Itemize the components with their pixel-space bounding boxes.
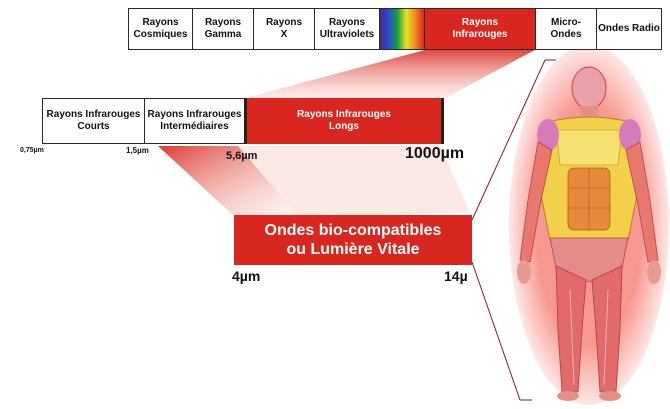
- line-bio-to-body-bottom: [472, 262, 520, 400]
- band-microwave: Micro-Ondes: [535, 8, 597, 50]
- band-visible: [379, 8, 425, 50]
- human-body-figure: [509, 45, 669, 405]
- ir-short: Rayons Infrarouges Courts: [42, 98, 145, 144]
- band-infrared: Rayons Infrarouges: [424, 8, 536, 50]
- ir-long: Rayons Infrarouges Longs: [244, 98, 444, 144]
- tick-4um: 4µm: [232, 268, 260, 284]
- tick-15: 1,5µm: [126, 146, 149, 155]
- bio-compatible-box: Ondes bio-compatibles ou Lumière Vitale: [234, 215, 472, 265]
- band-uv: Rayons Ultraviolets: [314, 8, 380, 50]
- tick-14um: 14µ: [444, 268, 468, 284]
- tick-075: 0,75µm: [20, 147, 44, 154]
- band-gamma: Rayons Gamma: [192, 8, 254, 50]
- tick-1000: 1000µm: [405, 145, 464, 163]
- band-cosmic: Rayons Cosmiques: [128, 8, 193, 50]
- wedge-ir-to-long: [245, 50, 535, 98]
- band-x: Rayons X: [253, 8, 315, 50]
- band-radio: Ondes Radio: [596, 8, 662, 50]
- tick-56: 5,6µm: [226, 150, 257, 162]
- ir-mid: Rayons Infrarouges Intermédiaires: [144, 98, 245, 144]
